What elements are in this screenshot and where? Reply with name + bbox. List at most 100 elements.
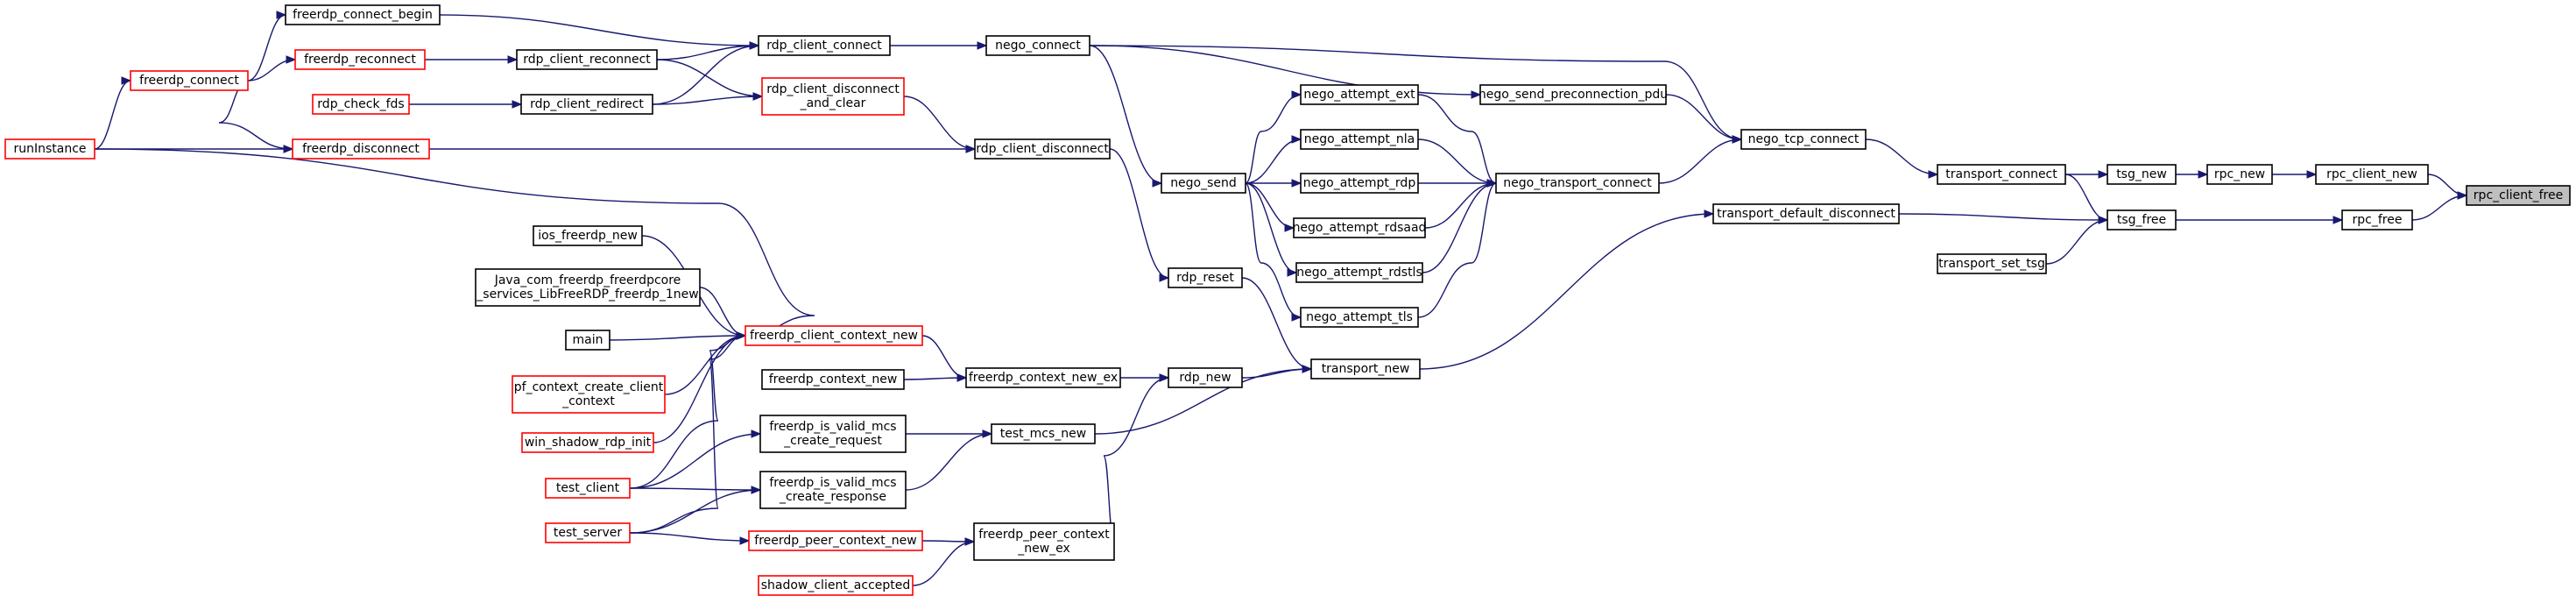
- node-tsg-new[interactable]: tsg_new: [2107, 164, 2177, 185]
- node-nego-send-preconnection-pdu[interactable]: nego_send_preconnection_pdu: [1479, 84, 1668, 105]
- node-is-valid-mcs-create-request[interactable]: freerdp_is_valid_mcs_create_request: [759, 415, 907, 453]
- node-box: [2206, 164, 2273, 185]
- arrowhead-icon: [964, 537, 976, 546]
- node-label: _services_LibFreeRDP_freerdp_1new: [476, 287, 698, 302]
- node-rdp-client-disconnect-and-clear[interactable]: rdp_client_disconnect_and_clear: [761, 77, 905, 116]
- arrowhead-icon: [1152, 179, 1163, 188]
- node-box: [2466, 185, 2571, 206]
- node-freerdp-context-new[interactable]: freerdp_context_new: [761, 369, 905, 390]
- node-ios-freerdp-new[interactable]: ios_freerdp_new: [533, 225, 643, 246]
- arrowhead-icon: [751, 486, 762, 494]
- node-label: nego_attempt_rdstls: [1296, 266, 1422, 280]
- node-nego-attempt-rdsaad[interactable]: nego_attempt_rdsaad: [1293, 217, 1427, 238]
- node-freerdp-reconnect[interactable]: freerdp_reconnect: [294, 49, 426, 70]
- arrowhead-icon: [752, 92, 764, 101]
- node-rdp-new[interactable]: rdp_new: [1168, 367, 1243, 388]
- node-is-valid-mcs-create-response[interactable]: freerdp_is_valid_mcs_create_response: [759, 471, 907, 509]
- node-freerdp-connect[interactable]: freerdp_connect: [130, 70, 249, 91]
- node-test-client[interactable]: test_client: [545, 478, 631, 499]
- edge-line: [94, 148, 815, 337]
- arrowhead-icon: [2098, 216, 2109, 224]
- edge-line: [439, 14, 759, 46]
- node-pf-context-create-client-context[interactable]: pf_context_create_client_context: [512, 375, 666, 414]
- arrowhead-icon: [1486, 179, 1498, 188]
- node-box: [516, 49, 658, 70]
- node-win-shadow-rdp-init[interactable]: win_shadow_rdp_init: [521, 432, 654, 453]
- node-transport-default-disconnect[interactable]: transport_default_disconnect: [1712, 203, 1900, 224]
- arrowhead-icon: [982, 429, 993, 438]
- node-box: [1293, 217, 1426, 238]
- node-rdp-client-connect[interactable]: rdp_client_connect: [758, 35, 891, 56]
- node-freerdp-peer-context-new-ex[interactable]: freerdp_peer_context_new_ex: [973, 522, 1115, 561]
- node-freerdp-connect-begin[interactable]: freerdp_connect_begin: [285, 4, 441, 25]
- node-label: nego_connect: [995, 39, 1081, 53]
- edge-line: [247, 14, 286, 82]
- node-freerdp-peer-context-new[interactable]: freerdp_peer_context_new: [748, 530, 923, 551]
- node-nego-attempt-rdp[interactable]: nego_attempt_rdp: [1300, 173, 1419, 194]
- node-transport-set-tsg[interactable]: transport_set_tsg: [1937, 253, 2047, 274]
- edge-rdp-client-redirect-to-rdp-client-disconnect-and-clear: [652, 92, 764, 105]
- node-rdp-reset[interactable]: rdp_reset: [1168, 267, 1243, 288]
- node-label: rdp_client_disconnect: [766, 82, 900, 96]
- node-rpc-client-free[interactable]: rpc_client_free: [2466, 185, 2571, 206]
- node-freerdp-disconnect[interactable]: freerdp_disconnect: [292, 138, 430, 160]
- node-label: rdp_check_fds: [317, 97, 404, 111]
- arrowhead-icon: [283, 145, 294, 153]
- node-transport-connect[interactable]: transport_connect: [1937, 164, 2066, 185]
- node-rpc-new[interactable]: rpc_new: [2206, 164, 2273, 185]
- node-nego-tcp-connect[interactable]: nego_tcp_connect: [1740, 129, 1867, 150]
- edge-freerdp-connect-begin-to-rdp-client-connect: [439, 14, 760, 50]
- node-rpc-client-new[interactable]: rpc_client_new: [2315, 164, 2429, 185]
- node-tsg-free[interactable]: tsg_free: [2107, 209, 2177, 231]
- node-freerdp-context-new-ex[interactable]: freerdp_context_new_ex: [965, 367, 1121, 388]
- edge-line: [1241, 277, 1312, 370]
- node-nego-transport-connect[interactable]: nego_transport_connect: [1495, 173, 1660, 194]
- node-label: rdp_client_reconnect: [523, 53, 651, 67]
- node-test-server[interactable]: test_server: [545, 522, 631, 543]
- node-box: [1479, 84, 1667, 105]
- node-freerdp-client-context-new[interactable]: freerdp_client_context_new: [745, 325, 923, 346]
- node-nego-connect[interactable]: nego_connect: [985, 35, 1090, 56]
- arrowhead-icon: [2457, 191, 2468, 200]
- node-nego-send[interactable]: nego_send: [1161, 173, 1246, 194]
- edge-line: [1245, 138, 1302, 184]
- node-label: ios_freerdp_new: [538, 229, 638, 243]
- node-shadow-client-accepted[interactable]: shadow_client_accepted: [758, 575, 914, 596]
- node-label: freerdp_disconnect: [302, 142, 420, 156]
- edge-rpc-new-to-rpc-client-new: [2272, 170, 2318, 179]
- node-nego-attempt-nla[interactable]: nego_attempt_nla: [1300, 129, 1419, 150]
- node-nego-attempt-tls[interactable]: nego_attempt_tls: [1300, 307, 1419, 328]
- node-java-new[interactable]: Java_com_freerdp_freerdpcore_services_Li…: [475, 268, 701, 307]
- node-box: [2107, 164, 2177, 185]
- edge-line: [1658, 138, 1742, 184]
- node-label: rpc_client_free: [2474, 188, 2563, 202]
- edge-line: [1089, 45, 1162, 184]
- node-label: rdp_new: [1179, 371, 1231, 385]
- arrowhead-icon: [1284, 223, 1295, 232]
- node-rdp-client-disconnect[interactable]: rdp_client_disconnect: [974, 138, 1111, 160]
- edge-line: [921, 335, 967, 379]
- node-nego-attempt-ext[interactable]: nego_attempt_ext: [1300, 84, 1419, 105]
- edge-freerdp-peer-context-new-ex-to-rdp-new: [1103, 373, 1170, 543]
- node-box: [294, 49, 426, 70]
- edge-test-server-to-freerdp-peer-context-new: [629, 532, 751, 545]
- node-nego-attempt-rdstls[interactable]: nego_attempt_rdstls: [1295, 262, 1423, 283]
- node-rpc-free[interactable]: rpc_free: [2341, 209, 2413, 231]
- node-main[interactable]: main: [565, 330, 610, 351]
- edge-transport-new-to-transport-default-disconnect: [1419, 209, 1715, 370]
- edge-line: [629, 489, 761, 534]
- node-rdp-check-fds[interactable]: rdp_check_fds: [312, 94, 410, 115]
- node-test-mcs-new[interactable]: test_mcs_new: [991, 423, 1096, 444]
- edge-freerdp-reconnect-to-rdp-client-reconnect: [425, 55, 519, 64]
- node-box: [2107, 209, 2177, 231]
- edge-freerdp-connect-to-freerdp-reconnect: [247, 55, 297, 82]
- edge-pf-context-create-client-context-to-freerdp-client-context-new: [664, 331, 747, 395]
- edge-line: [94, 80, 131, 150]
- node-transport-new[interactable]: transport_new: [1310, 358, 1421, 380]
- node-label: freerdp_reconnect: [304, 53, 416, 67]
- node-rdp-client-reconnect[interactable]: rdp_client_reconnect: [516, 49, 658, 70]
- node-rdp-client-redirect[interactable]: rdp_client_redirect: [520, 94, 653, 115]
- node-runinstance[interactable]: runInstance: [4, 138, 95, 160]
- edge-nego-connect-to-nego-send: [1089, 45, 1163, 188]
- node-label: freerdp_context_new: [769, 372, 898, 387]
